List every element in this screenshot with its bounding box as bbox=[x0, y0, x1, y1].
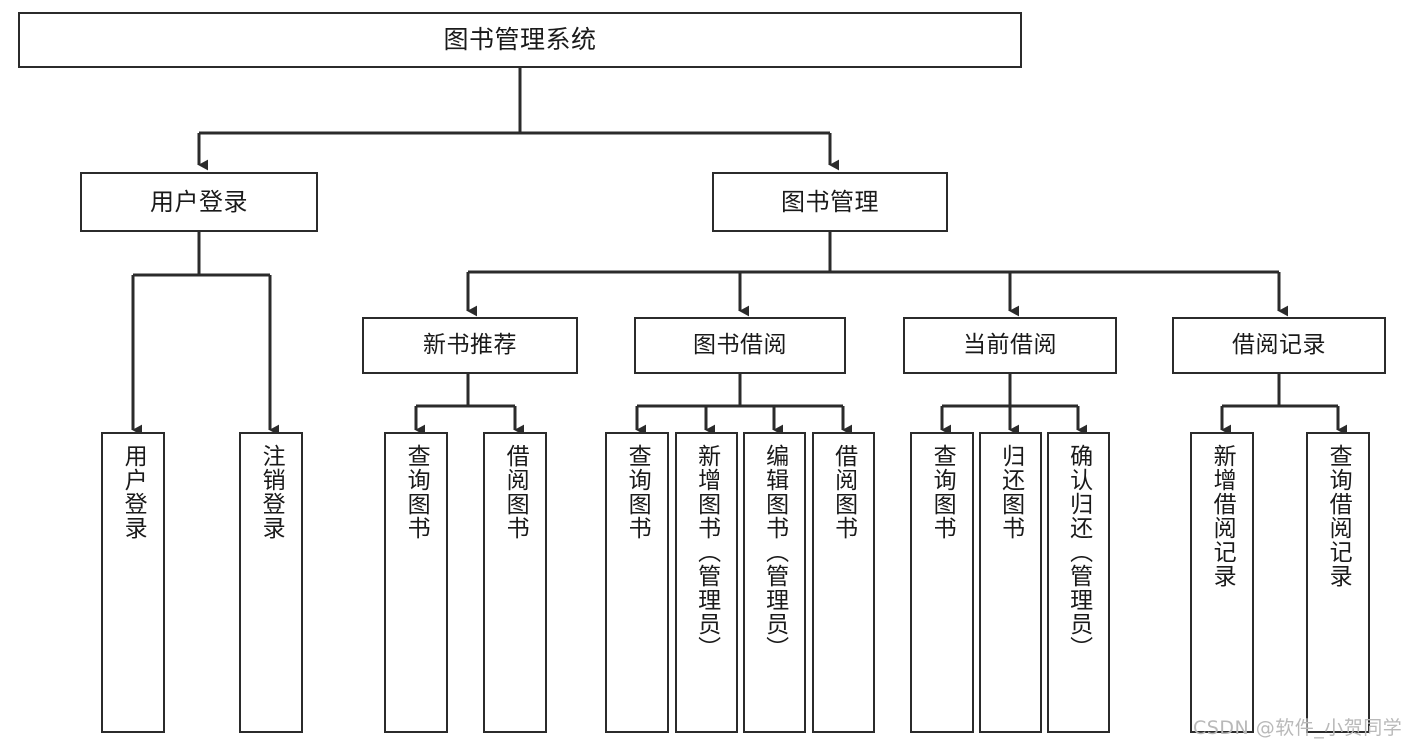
leaf-confirm-return-admin[interactable]: 确认归还（管理员） bbox=[1047, 432, 1110, 733]
node-label: 用户登录 bbox=[150, 187, 248, 216]
node-label: 当前借阅 bbox=[963, 331, 1057, 358]
node-label: 新书推荐 bbox=[423, 331, 517, 358]
node-label: 新增图书（管理员） bbox=[693, 444, 720, 660]
node-label: 借阅图书 bbox=[830, 444, 857, 540]
node-label: 查询图书 bbox=[929, 444, 956, 540]
node-label: 新增借阅记录 bbox=[1209, 444, 1236, 588]
node-label: 归还图书 bbox=[997, 444, 1024, 540]
node-label: 注销登录 bbox=[258, 444, 285, 540]
node-label: 图书管理系统 bbox=[443, 25, 597, 55]
leaf-add-borrow-record[interactable]: 新增借阅记录 bbox=[1190, 432, 1254, 733]
csdn-watermark: CSDN @软件_小贺同学 bbox=[1193, 717, 1403, 739]
leaf-borrow-book-recommend[interactable]: 借阅图书 bbox=[483, 432, 547, 733]
leaf-edit-book-admin[interactable]: 编辑图书（管理员） bbox=[743, 432, 806, 733]
node-user-login[interactable]: 用户登录 bbox=[80, 172, 318, 232]
node-label: 确认归还（管理员） bbox=[1065, 444, 1092, 660]
node-new-book-recommend[interactable]: 新书推荐 bbox=[362, 317, 578, 374]
node-label: 图书管理 bbox=[781, 187, 879, 216]
leaf-user-login[interactable]: 用户登录 bbox=[101, 432, 165, 733]
node-root-system[interactable]: 图书管理系统 bbox=[18, 12, 1022, 68]
node-book-borrow[interactable]: 图书借阅 bbox=[634, 317, 846, 374]
node-label: 查询图书 bbox=[624, 444, 651, 540]
node-label: 查询借阅记录 bbox=[1325, 444, 1352, 588]
node-label: 借阅记录 bbox=[1232, 331, 1326, 358]
node-label: 查询图书 bbox=[403, 444, 430, 540]
node-label: 借阅图书 bbox=[502, 444, 529, 540]
leaf-query-borrow-record[interactable]: 查询借阅记录 bbox=[1306, 432, 1370, 733]
leaf-return-book[interactable]: 归还图书 bbox=[979, 432, 1042, 733]
node-current-borrow[interactable]: 当前借阅 bbox=[903, 317, 1117, 374]
leaf-query-book-current[interactable]: 查询图书 bbox=[910, 432, 974, 733]
node-label: 用户登录 bbox=[120, 444, 147, 540]
leaf-query-book-borrow[interactable]: 查询图书 bbox=[605, 432, 669, 733]
leaf-query-book-recommend[interactable]: 查询图书 bbox=[384, 432, 448, 733]
node-label: 图书借阅 bbox=[693, 331, 787, 358]
node-book-management[interactable]: 图书管理 bbox=[712, 172, 948, 232]
leaf-add-book-admin[interactable]: 新增图书（管理员） bbox=[675, 432, 738, 733]
leaf-logout[interactable]: 注销登录 bbox=[239, 432, 303, 733]
node-label: 编辑图书（管理员） bbox=[761, 444, 788, 660]
node-borrow-records[interactable]: 借阅记录 bbox=[1172, 317, 1386, 374]
leaf-borrow-book[interactable]: 借阅图书 bbox=[812, 432, 875, 733]
